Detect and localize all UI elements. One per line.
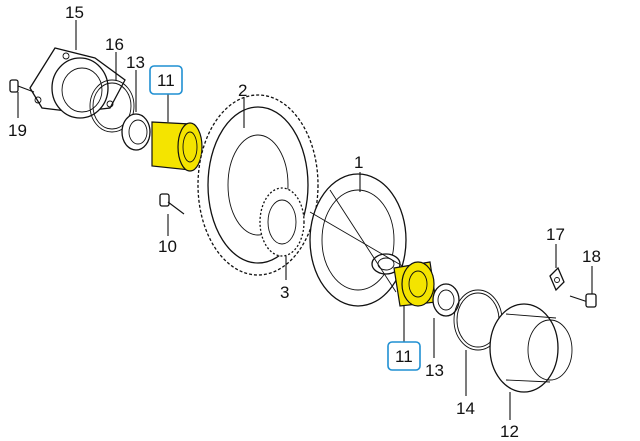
callout-15: 15 xyxy=(65,3,84,22)
part-15-bearing-housing xyxy=(29,47,126,119)
part-17-lock-plate xyxy=(549,266,565,292)
part-11-bearing-top xyxy=(151,121,203,172)
highlight-box-top xyxy=(149,65,183,95)
part-16-o-ring xyxy=(89,79,135,133)
callout-11-top: 11 xyxy=(157,71,175,90)
callout-19: 19 xyxy=(8,121,27,140)
part-1-differential-case xyxy=(309,173,407,307)
callout-10: 10 xyxy=(158,237,177,256)
callout-13-bottom: 13 xyxy=(425,361,444,380)
part-10-bolt xyxy=(159,193,185,215)
part-19-bolt xyxy=(9,79,35,93)
part-11-bearing-bottom xyxy=(393,261,437,307)
part-13-race-bottom xyxy=(432,283,460,317)
callout-1: 1 xyxy=(354,153,363,172)
part-18-bolt xyxy=(569,293,597,308)
part-2-ring-gear xyxy=(197,94,319,276)
callout-13-top: 13 xyxy=(126,53,145,72)
callout-12: 12 xyxy=(500,422,519,441)
part-3-pinion-gear xyxy=(259,187,305,257)
callout-14: 14 xyxy=(456,399,475,418)
callout-16: 16 xyxy=(105,35,124,54)
callout-17: 17 xyxy=(546,225,565,244)
part-12-adjuster-nut xyxy=(489,303,573,393)
callout-18: 18 xyxy=(582,247,601,266)
callout-3: 3 xyxy=(280,283,289,302)
part-13-race-top xyxy=(121,113,151,151)
callout-2: 2 xyxy=(238,81,247,100)
leader-lines xyxy=(17,20,593,420)
callout-11-bottom: 11 xyxy=(395,347,413,366)
highlight-box-bottom xyxy=(387,341,421,371)
